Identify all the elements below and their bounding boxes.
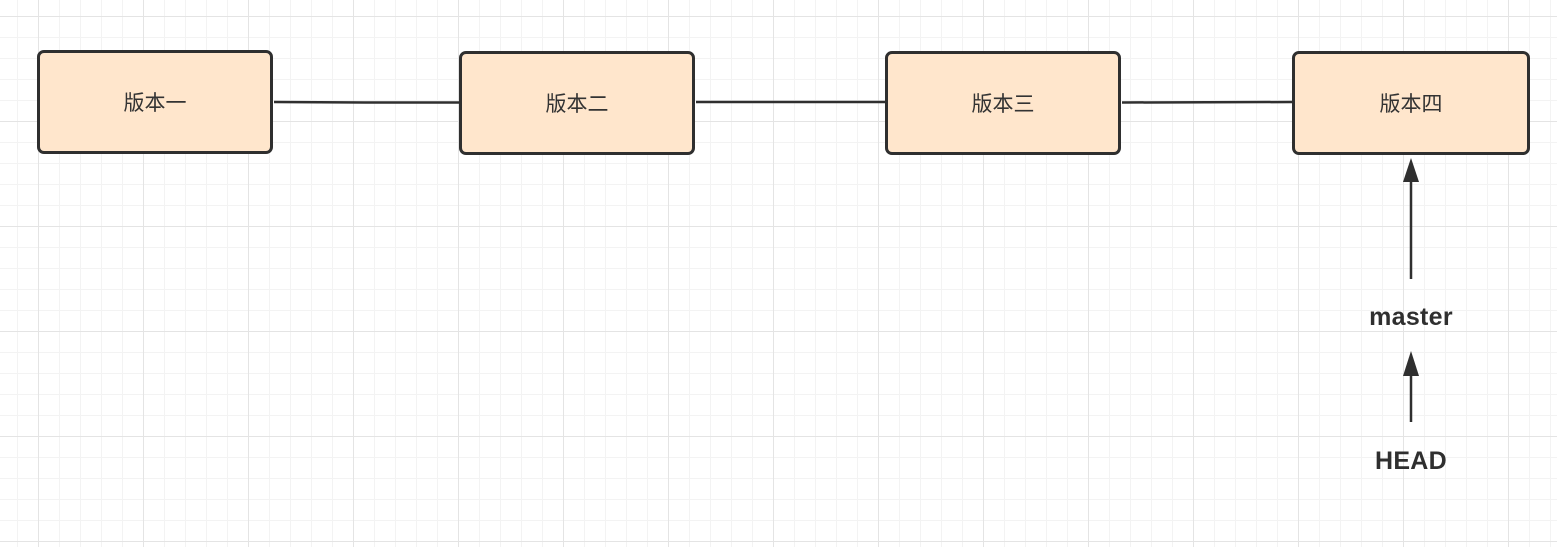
version-node-2-label: 版本二 bbox=[545, 92, 609, 116]
arrow-master-to-v4-head bbox=[1403, 158, 1419, 182]
version-node-1-label: 版本一 bbox=[123, 91, 187, 115]
version-node-4[interactable]: 版本四 bbox=[1292, 51, 1530, 155]
edge-v1-v2 bbox=[273, 100, 459, 104]
head-pointer-label[interactable]: HEAD bbox=[1374, 447, 1448, 475]
version-node-3[interactable]: 版本三 bbox=[885, 51, 1121, 155]
master-branch-label[interactable]: master bbox=[1369, 303, 1453, 331]
version-node-3-label: 版本三 bbox=[971, 92, 1035, 116]
arrow-head-to-master-head bbox=[1403, 351, 1419, 376]
edge-v3-v4 bbox=[1121, 100, 1293, 104]
version-node-2[interactable]: 版本二 bbox=[459, 51, 695, 155]
version-node-1[interactable]: 版本一 bbox=[37, 50, 273, 154]
version-node-4-label: 版本四 bbox=[1379, 92, 1443, 116]
